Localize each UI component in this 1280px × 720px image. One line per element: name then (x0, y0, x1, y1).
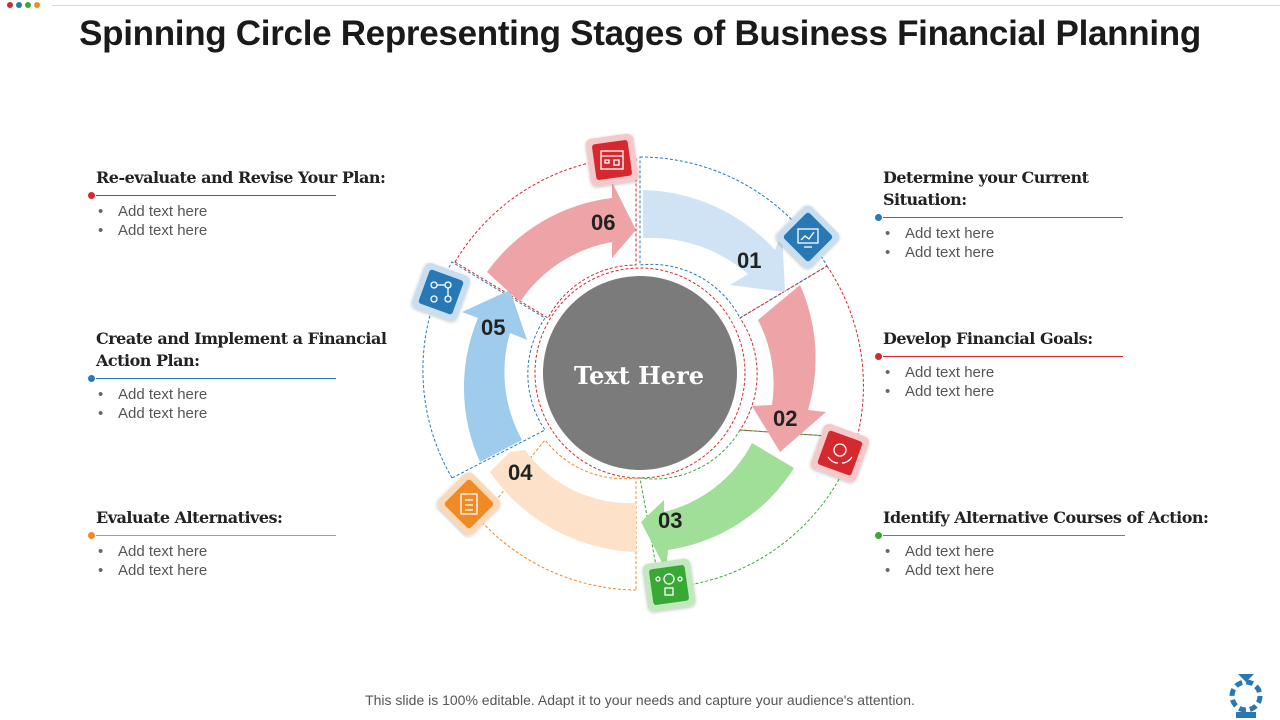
stage-03-bullet: Add text here (885, 542, 1223, 561)
stage-05-bullets: Add text here Add text here (96, 385, 396, 423)
stage-04-title: Evaluate Alternatives: (96, 508, 283, 527)
stage-05-title: Create and Implement a Financial Action … (96, 329, 387, 370)
stage-04-text-block: Evaluate Alternatives: Add text here Add… (88, 507, 386, 580)
stage-02-bullet: Add text here (885, 363, 1173, 382)
idea-lock-icon (642, 558, 696, 612)
stage-04-bullet: Add text here (98, 542, 386, 561)
stage-02-text-block: Develop Financial Goals: Add text here A… (875, 328, 1173, 401)
stage-04-arrow (490, 450, 636, 552)
money-hands-icon (810, 423, 870, 483)
stage-05-number: 05 (481, 315, 505, 340)
outer-segment-02 (739, 265, 864, 439)
stage-01-bullet: Add text here (885, 224, 1173, 243)
stage-03-bullets: Add text here Add text here (883, 542, 1223, 580)
stage-01-bullet: Add text here (885, 243, 1173, 262)
outer-segment-05 (422, 261, 546, 479)
stage-06-bullet: Add text here (98, 221, 386, 240)
stage-02-title: Develop Financial Goals: (883, 329, 1093, 348)
stage-04-number: 04 (508, 460, 533, 485)
stage-04-rule (88, 532, 336, 539)
center-circle (543, 276, 737, 470)
stage-04-bullet: Add text here (98, 561, 386, 580)
center-text: Text Here (574, 361, 704, 390)
stage-02-arrow (752, 285, 826, 452)
stage-06-bullet: Add text here (98, 202, 386, 221)
stage-06-text-block: Re-evaluate and Revise Your Plan: Add te… (88, 167, 386, 240)
network-plan-icon (411, 262, 471, 322)
calendar-board-icon (585, 133, 639, 187)
stage-06-bullets: Add text here Add text here (96, 202, 386, 240)
stage-06-arrow (487, 182, 636, 302)
stage-01-bullets: Add text here Add text here (883, 224, 1173, 262)
stage-06-number: 06 (591, 210, 615, 235)
finance-chart-icon (776, 205, 840, 269)
stage-06-title: Re-evaluate and Revise Your Plan: (96, 168, 386, 187)
stage-03-bullet: Add text here (885, 561, 1223, 580)
stage-02-bullets: Add text here Add text here (883, 363, 1173, 401)
top-rule (52, 5, 1280, 6)
stage-02-bullet: Add text here (885, 382, 1173, 401)
stage-02-number: 02 (773, 406, 797, 431)
stage-01-rule (875, 214, 1123, 221)
stage-05-text-block: Create and Implement a Financial Action … (88, 328, 396, 423)
stage-01-arrow (643, 190, 785, 292)
stage-01-title: Determine your Current Situation: (883, 168, 1089, 209)
stage-01-number: 01 (737, 248, 761, 273)
stage-03-title: Identify Alternative Courses of Action: (883, 508, 1209, 527)
stage-03-number: 03 (658, 508, 682, 533)
stage-05-arrow (462, 290, 527, 462)
stage-05-rule (88, 375, 336, 382)
stage-05-bullet: Add text here (98, 385, 396, 404)
stage-02-rule (875, 353, 1123, 360)
stage-05-bullet: Add text here (98, 404, 396, 423)
stage-06-rule (88, 192, 336, 199)
inner-dashed-ring (534, 267, 746, 479)
stage-03-text-block: Identify Alternative Courses of Action: … (875, 507, 1223, 580)
stage-04-bullets: Add text here Add text here (96, 542, 386, 580)
footer-note: This slide is 100% editable. Adapt it to… (365, 692, 915, 708)
clipboard-check-icon (437, 472, 501, 536)
page-title: Spinning Circle Representing Stages of B… (79, 14, 1201, 53)
stage-03-rule (875, 532, 1125, 539)
window-dots (7, 2, 40, 8)
stage-01-text-block: Determine your Current Situation: Add te… (875, 167, 1173, 262)
brand-logo-icon (1229, 674, 1263, 718)
stage-03-arrow (641, 443, 794, 570)
